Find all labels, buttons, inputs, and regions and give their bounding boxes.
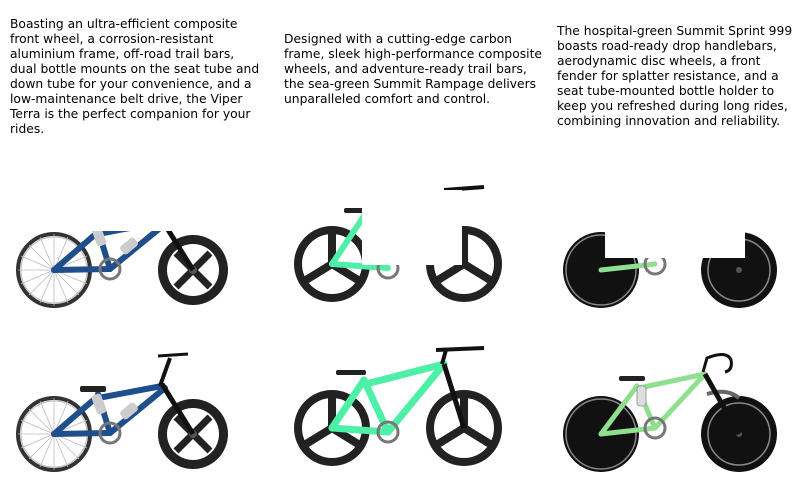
drop-handlebars xyxy=(701,353,733,374)
front-fender xyxy=(706,389,741,400)
bike-image-summit-sprint xyxy=(557,336,787,476)
white-occlusion xyxy=(362,190,462,265)
bike-2-svg xyxy=(294,185,502,302)
bike-1-full-svg xyxy=(16,352,228,472)
white-occlusion xyxy=(605,180,745,258)
white-occlusion xyxy=(0,160,250,231)
bike-description-viper-terra: Boasting an ultra-efficient composite fr… xyxy=(10,17,260,136)
bike-description-summit-rampage: Designed with a cutting-edge carbon fram… xyxy=(284,32,542,106)
frame-blue xyxy=(51,383,168,437)
bike-description-summit-sprint: The hospital-green Summit Sprint 999 boa… xyxy=(557,24,793,128)
bike-image-summit-rampage-partial xyxy=(284,172,514,312)
bike-image-summit-rampage xyxy=(284,336,514,476)
bike-2-full-svg xyxy=(294,346,502,466)
bike-3-full-svg xyxy=(563,353,777,472)
bike-image-viper-terra xyxy=(10,336,240,476)
bottle-holder xyxy=(636,385,647,407)
